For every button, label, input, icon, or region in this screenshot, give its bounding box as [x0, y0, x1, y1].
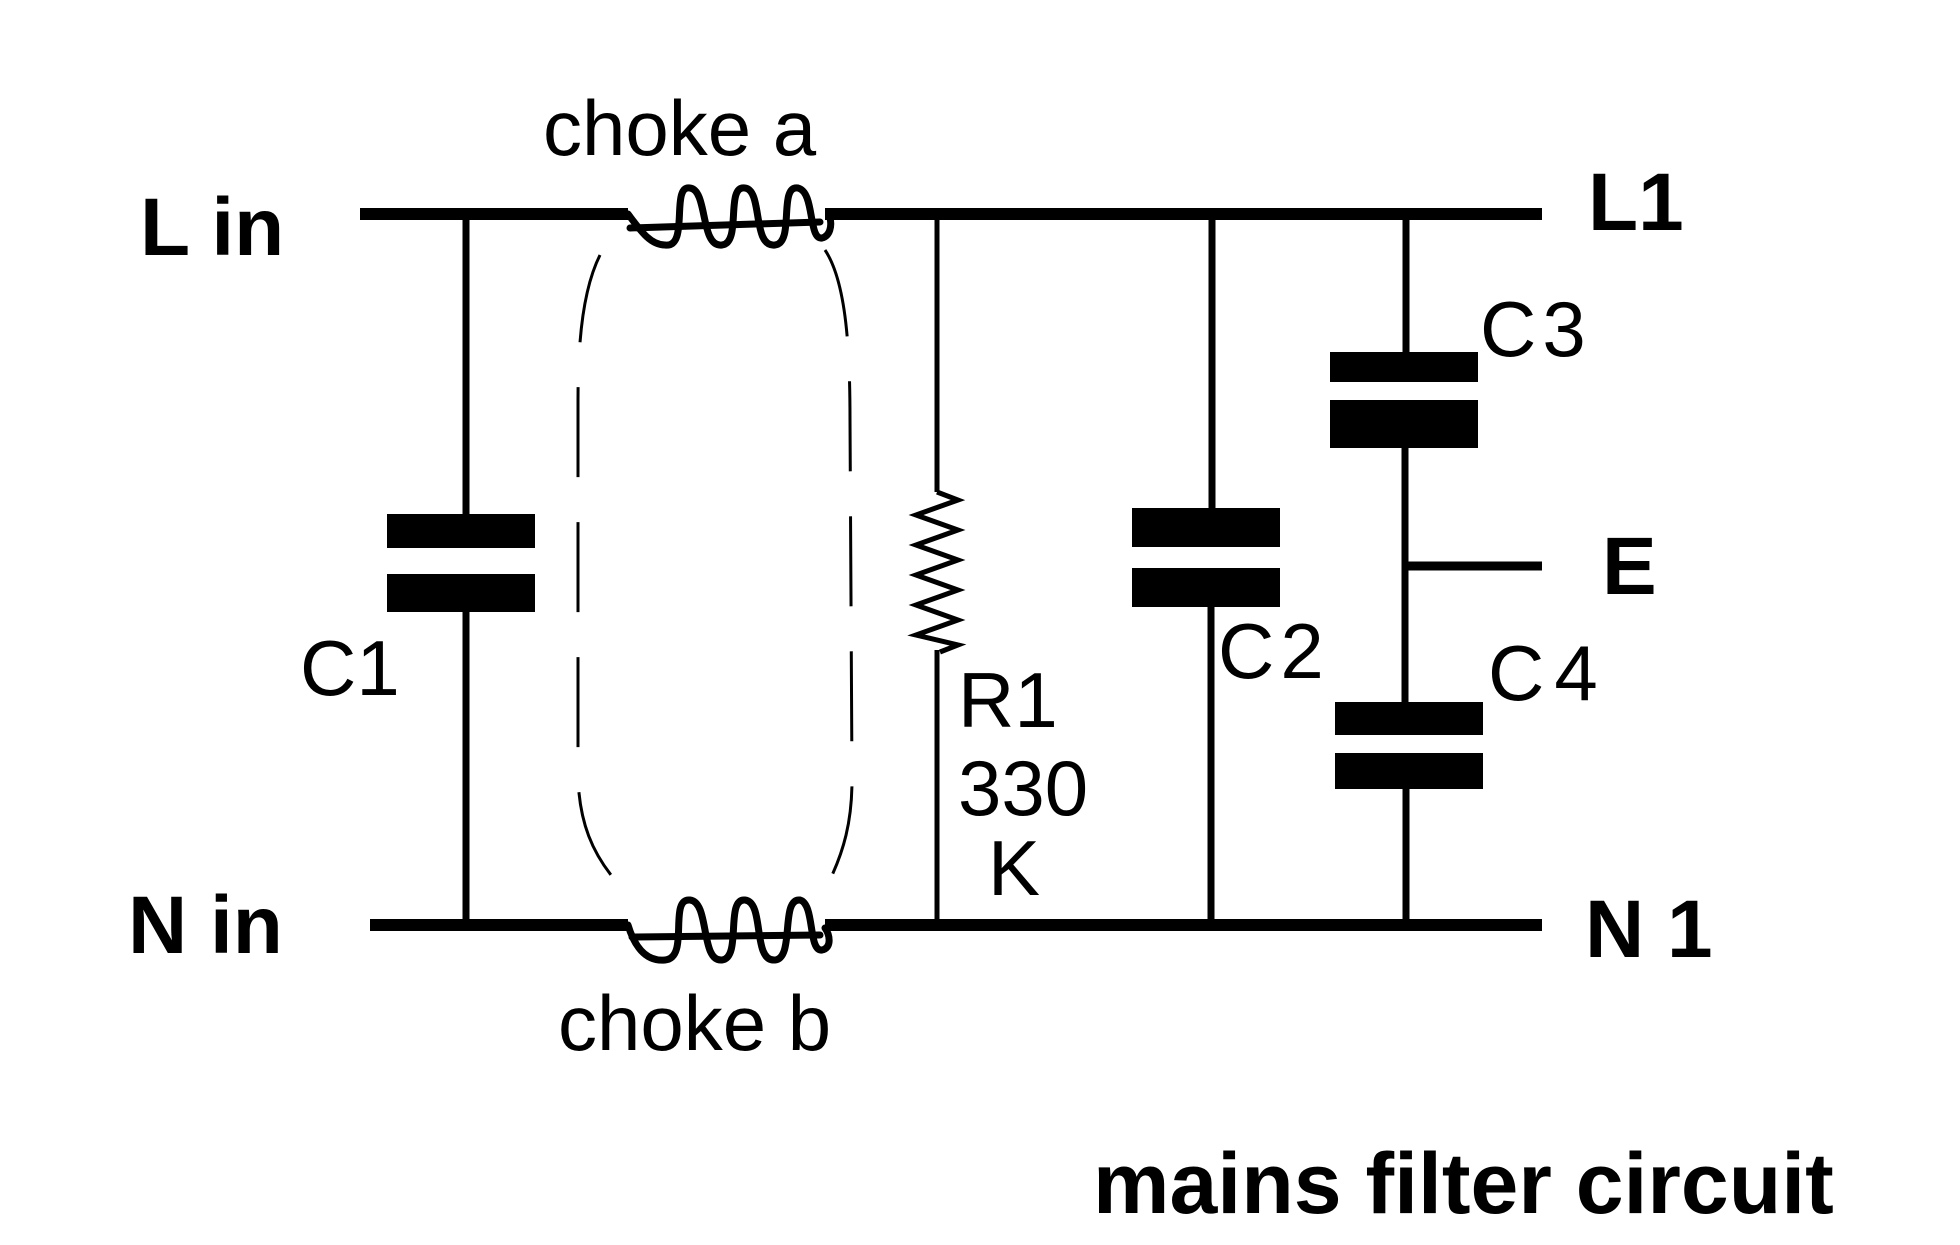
- terminal-label-line-in: L in: [140, 182, 284, 273]
- c2-plate-bottom: [1132, 568, 1280, 607]
- choke-core-outline: [576, 249, 854, 891]
- label-r1-name: R1: [958, 656, 1058, 744]
- capacitor-c2: [1132, 214, 1280, 925]
- c3-plate-bottom: [1330, 400, 1478, 448]
- label-r1-value: 330: [958, 744, 1088, 832]
- r1-zigzag: [907, 489, 967, 655]
- choke-a-coil: [624, 184, 835, 249]
- label-c3: C3: [1480, 285, 1592, 373]
- c1-plate-bottom: [387, 574, 535, 612]
- c4-plate-top: [1335, 702, 1483, 735]
- terminal-label-neutral-in: N in: [128, 880, 283, 971]
- resistor-r1: [907, 214, 967, 925]
- label-c4: C4: [1488, 629, 1608, 717]
- capacitor-c4: [1335, 702, 1483, 925]
- label-choke-b: choke b: [558, 979, 831, 1067]
- label-choke-a: choke a: [543, 84, 817, 172]
- capacitor-c3: [1330, 214, 1478, 705]
- terminal-label-neutral-out: N 1: [1585, 884, 1713, 975]
- c2-plate-top: [1132, 508, 1280, 547]
- diagram-title: mains filter circuit: [1093, 1136, 1834, 1232]
- c4-plate-bottom: [1335, 753, 1483, 789]
- terminal-label-earth: E: [1602, 521, 1657, 612]
- c3-plate-top: [1330, 352, 1478, 382]
- label-c2: C2: [1218, 607, 1330, 695]
- label-r1-unit: K: [988, 824, 1040, 912]
- choke-b-coil: [624, 896, 833, 964]
- c1-plate-top: [387, 514, 535, 548]
- terminal-label-line-out: L1: [1588, 157, 1684, 248]
- label-c1: C1: [300, 624, 400, 712]
- capacitor-c1: [387, 214, 535, 925]
